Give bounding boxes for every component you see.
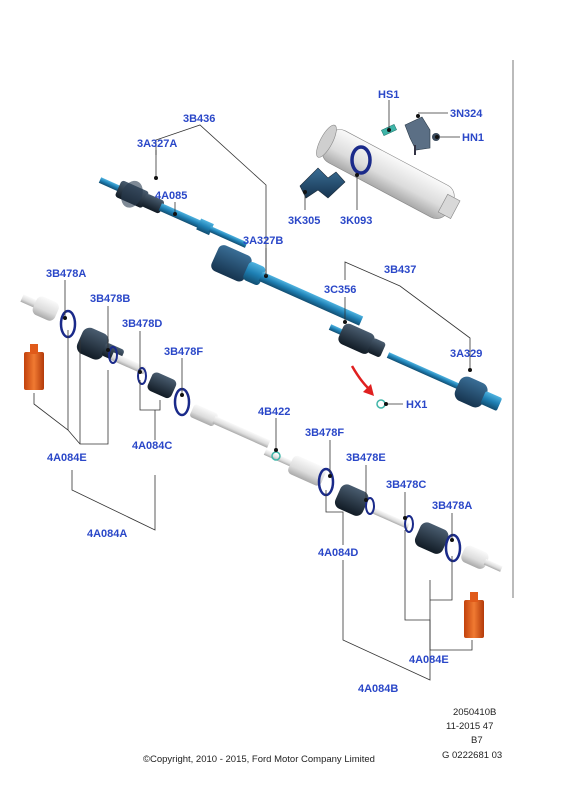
label-3b478a-left: 3B478A [46, 268, 86, 280]
label-3a329: 3A329 [450, 348, 482, 360]
label-3b436: 3B436 [183, 113, 215, 125]
label-3n324: 3N324 [450, 108, 483, 120]
direction-arrow [350, 365, 369, 389]
lower-left-shaft-assembly [20, 294, 271, 448]
label-3b478c-right: 3B478C [386, 479, 426, 491]
label-hn1: HN1 [462, 132, 484, 144]
leader-lines [33, 100, 473, 681]
label-4a084a-left: 4A084A [87, 528, 127, 540]
grease-tube-right [464, 592, 484, 638]
label-3b478b-left: 3B478B [90, 293, 130, 305]
lower-right-shaft-assembly [263, 449, 503, 572]
clip-hx1 [376, 399, 386, 409]
label-4b422: 4B422 [258, 406, 290, 418]
label-4a084e-right: 4A084E [409, 654, 449, 666]
label-3k305: 3K305 [288, 215, 320, 227]
label-4a085: 4A085 [155, 190, 187, 202]
label-3c356: 3C356 [324, 284, 356, 296]
label-4a084d-right: 4A084D [318, 547, 358, 559]
label-4a084b-right: 4A084B [358, 683, 398, 695]
label-3a327b: 3A327B [243, 235, 283, 247]
label-3k093: 3K093 [340, 215, 372, 227]
ref-line-4: G 0222681 03 [442, 750, 502, 761]
label-3a327a: 3A327A [137, 138, 177, 150]
bracket-3n324 [404, 116, 431, 155]
label-4a084e-left: 4A084E [47, 452, 87, 464]
bearing-3k093 [350, 145, 372, 175]
copyright-text: ©Copyright, 2010 - 2015, Ford Motor Comp… [143, 754, 375, 765]
grease-tube-left [24, 344, 44, 390]
label-hs1: HS1 [378, 89, 399, 101]
label-hx1: HX1 [406, 399, 427, 411]
part-labels: HS1 3N324 HN1 3K305 3K093 3B436 3A327A 4… [46, 89, 484, 695]
label-3b437: 3B437 [384, 264, 416, 276]
shaft-3b436 [98, 177, 502, 411]
label-3b478f-left: 3B478F [164, 346, 203, 358]
ref-line-2: 11-2015 47 [446, 721, 493, 732]
label-3b478f-right: 3B478F [305, 427, 344, 439]
label-3b478e-right: 3B478E [346, 452, 386, 464]
label-3b478a-right: 3B478A [432, 500, 472, 512]
ref-line-1: 2050410B [453, 707, 496, 718]
label-4a084c-left: 4A084C [132, 440, 172, 452]
footer-reference: 2050410B 11-2015 47 B7 G 0222681 03 [442, 707, 502, 761]
bracket-3k305 [299, 167, 346, 199]
ref-line-3: B7 [471, 735, 483, 746]
label-3b478d-left: 3B478D [122, 318, 162, 330]
